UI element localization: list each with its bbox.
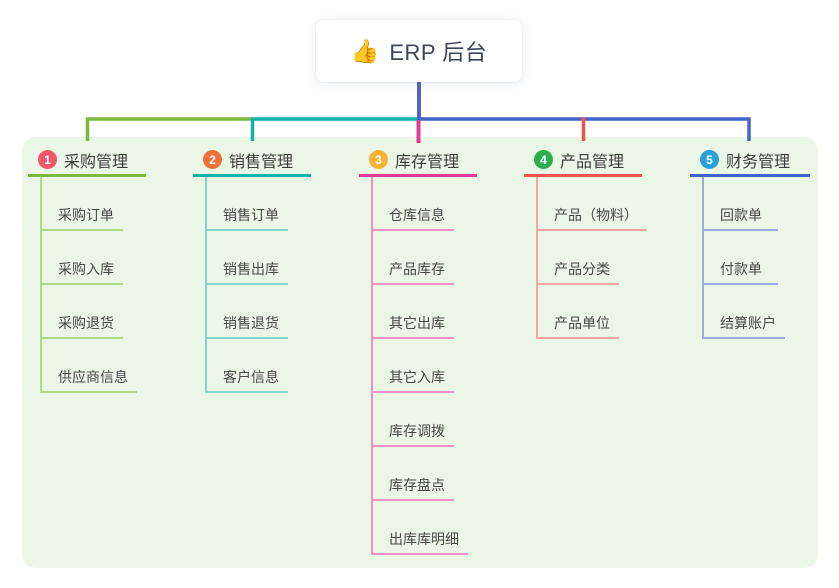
child-node[interactable]: 产品分类 [538, 231, 619, 285]
child-node[interactable]: 其它出库 [373, 285, 454, 339]
branch-node-product[interactable]: 4 产品管理 [524, 145, 642, 177]
branch-children: 回款单 付款单 结算账户 [702, 177, 810, 339]
root-node[interactable]: 👍 ERP 后台 [316, 20, 522, 82]
child-node[interactable]: 销售订单 [207, 177, 288, 231]
branch-node-inventory[interactable]: 3 库存管理 [359, 145, 477, 177]
child-node[interactable]: 库存盘点 [373, 447, 454, 501]
child-node[interactable]: 产品（物料） [538, 177, 647, 231]
branch-title: 采购管理 [64, 153, 129, 171]
branch-node-purchase[interactable]: 1 采购管理 [28, 145, 146, 177]
branch-children: 销售订单 销售出库 销售退货 客户信息 [205, 177, 311, 393]
branch-number-badge: 2 [203, 150, 222, 169]
branch-node-sales[interactable]: 2 销售管理 [193, 145, 311, 177]
child-node[interactable]: 出库库明细 [373, 501, 468, 555]
child-node[interactable]: 采购订单 [42, 177, 123, 231]
branch-title: 库存管理 [395, 153, 460, 171]
branch-product: 4 产品管理 产品（物料） 产品分类 产品单位 [524, 145, 647, 339]
child-node[interactable]: 产品单位 [538, 285, 619, 339]
branch-number-badge: 1 [38, 150, 57, 169]
branch-title: 财务管理 [726, 153, 791, 171]
child-node[interactable]: 采购退货 [42, 285, 123, 339]
branch-inventory: 3 库存管理 仓库信息 产品库存 其它出库 其它入库 库存调拨 库存盘点 出库库… [359, 145, 477, 555]
connector-segment-green [85, 117, 254, 141]
child-node[interactable]: 客户信息 [207, 339, 288, 393]
child-node[interactable]: 销售退货 [207, 285, 288, 339]
connector-segment-teal [250, 117, 420, 141]
branch-sales: 2 销售管理 销售订单 销售出库 销售退货 客户信息 [193, 145, 311, 393]
branch-purchase: 1 采购管理 采购订单 采购入库 采购退货 供应商信息 [28, 145, 146, 393]
branch-finance: 5 财务管理 回款单 付款单 结算账户 [690, 145, 810, 339]
branch-node-finance[interactable]: 5 财务管理 [690, 145, 810, 177]
branch-number-badge: 4 [534, 150, 553, 169]
branch-title: 产品管理 [560, 153, 625, 171]
child-node[interactable]: 仓库信息 [373, 177, 454, 231]
branch-title: 销售管理 [229, 153, 294, 171]
child-node[interactable]: 回款单 [704, 177, 778, 231]
child-node[interactable]: 销售出库 [207, 231, 288, 285]
child-node[interactable]: 库存调拨 [373, 393, 454, 447]
branch-children: 仓库信息 产品库存 其它出库 其它入库 库存调拨 库存盘点 出库库明细 [371, 177, 477, 555]
child-node[interactable]: 结算账户 [704, 285, 785, 339]
root-title: ERP 后台 [389, 40, 488, 65]
branch-number-badge: 5 [700, 150, 719, 169]
thumbs-up-icon: 👍 [350, 37, 380, 64]
branch-number-badge: 3 [369, 150, 388, 169]
connector-segment-blue [417, 117, 751, 141]
child-node[interactable]: 产品库存 [373, 231, 454, 285]
branches-background-panel [22, 137, 818, 568]
branch-children: 采购订单 采购入库 采购退货 供应商信息 [40, 177, 146, 393]
child-node[interactable]: 采购入库 [42, 231, 123, 285]
branch-children: 产品（物料） 产品分类 产品单位 [536, 177, 647, 339]
child-node[interactable]: 付款单 [704, 231, 778, 285]
child-node[interactable]: 其它入库 [373, 339, 454, 393]
child-node[interactable]: 供应商信息 [42, 339, 137, 393]
